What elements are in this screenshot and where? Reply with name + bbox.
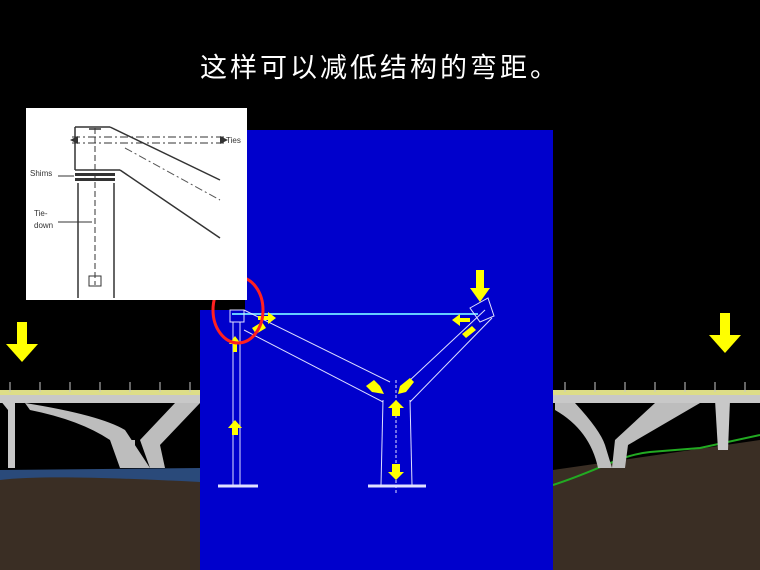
ties-label: Ties bbox=[226, 136, 241, 145]
tie-down-label-line1: Tie- bbox=[34, 209, 48, 218]
force-arrow-leg-down bbox=[388, 464, 404, 480]
shims-label: Shims bbox=[30, 169, 52, 178]
force-arrow-leg-up bbox=[388, 400, 404, 416]
structure-panel bbox=[200, 130, 553, 570]
left-ground bbox=[0, 477, 200, 570]
force-arrow-tie-right bbox=[452, 314, 470, 326]
tie-down-label-line2: down bbox=[34, 221, 53, 230]
force-arrow-joint-left bbox=[366, 380, 384, 394]
left-deck-lights bbox=[0, 390, 200, 395]
slide-title: 这样可以减低结构的弯距。 bbox=[200, 53, 560, 84]
force-arrow-top-right bbox=[470, 270, 490, 302]
right-bridge bbox=[552, 313, 760, 570]
force-arrow-column-lower bbox=[228, 420, 242, 435]
force-arrow-tie-left bbox=[258, 312, 276, 324]
right-load-arrow bbox=[709, 313, 741, 353]
force-arrow-joint-right bbox=[398, 378, 414, 394]
shim-plate-2 bbox=[75, 178, 115, 181]
shim-plate-1 bbox=[75, 173, 115, 176]
inset-diagram: Ties Shims Tie- down bbox=[26, 108, 247, 300]
left-bridge bbox=[0, 322, 200, 570]
force-arrow-diag-right bbox=[462, 326, 476, 338]
right-ground bbox=[553, 440, 760, 570]
left-load-arrow bbox=[6, 322, 38, 362]
structure-diagram bbox=[218, 297, 495, 495]
right-deck-lights bbox=[553, 390, 760, 395]
